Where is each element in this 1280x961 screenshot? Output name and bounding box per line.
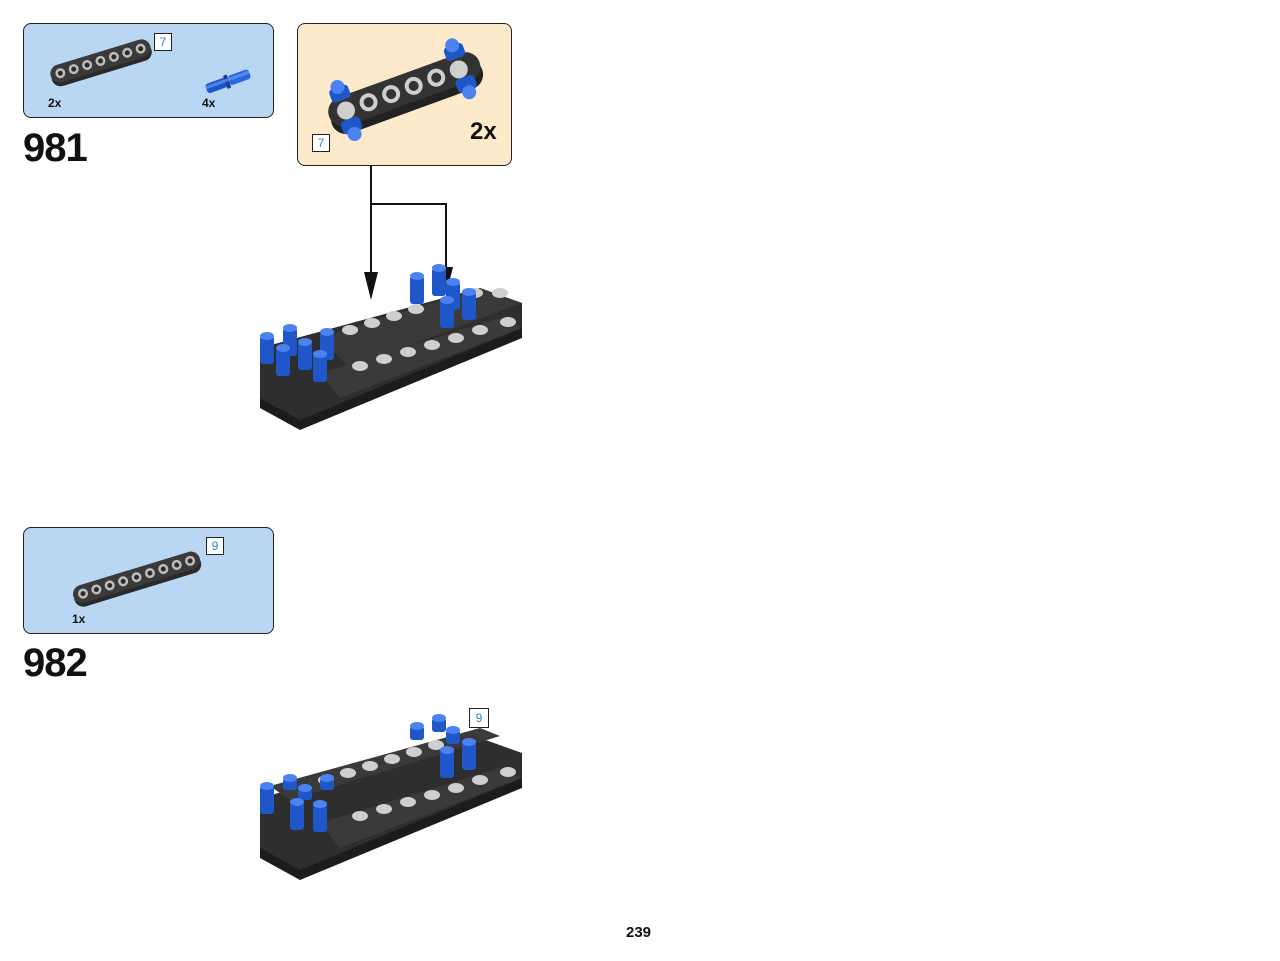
length-indicator: 9: [469, 708, 489, 728]
model-illustration-981: [260, 264, 522, 430]
part-quantity: 1x: [72, 612, 86, 626]
subassembly-multiplier: 2x: [470, 118, 497, 145]
step-number: 982: [23, 641, 88, 685]
liftarm-9-icon: [73, 551, 202, 607]
axle-pin-icon: [205, 69, 251, 94]
liftarm-7-icon: [50, 39, 152, 87]
parts-list-982: 9 1x: [23, 527, 274, 634]
subassembly-liftarm-icon: [328, 38, 484, 141]
length-indicator: 9: [206, 537, 224, 555]
parts-list-981: 7 2x 4x: [23, 23, 274, 118]
length-indicator: 7: [312, 134, 330, 152]
subassembly-callout: 7 2x: [297, 23, 512, 166]
page-number: 239: [626, 924, 652, 941]
step-number: 981: [23, 126, 88, 170]
part-quantity: 2x: [48, 96, 62, 110]
model-illustration-982: [260, 714, 522, 880]
part-quantity: 4x: [202, 96, 216, 110]
length-indicator: 7: [154, 33, 172, 51]
